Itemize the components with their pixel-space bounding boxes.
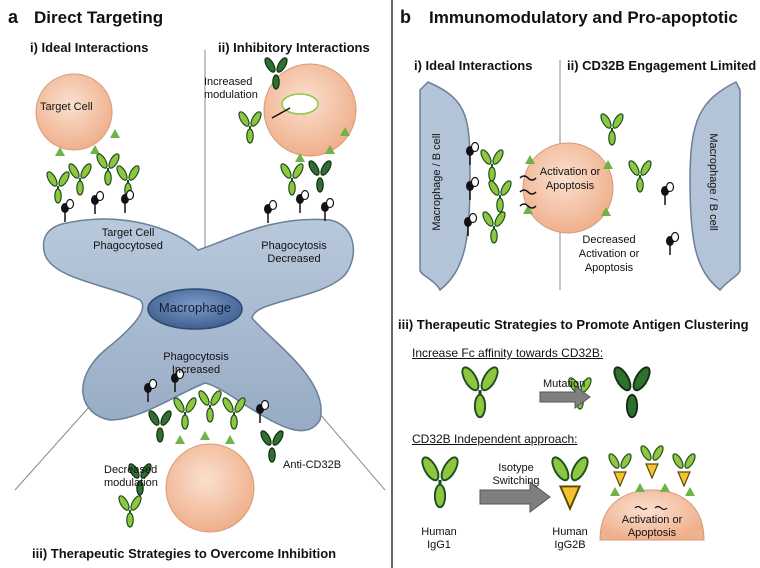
- mutation-arrow: [539, 385, 591, 409]
- antibody-icon: [146, 408, 174, 443]
- antibody-icon: [195, 388, 225, 423]
- signal-icon: [519, 203, 537, 209]
- antibody-icon: [43, 169, 73, 204]
- anti-cd32b-antibody-icon: [258, 428, 286, 463]
- panel-b-subtitle-ii: ii) CD32B Engagement Limited: [567, 58, 757, 73]
- target-phagocytosed-label-2: Phagocytosed: [93, 240, 163, 252]
- increase-fc-heading: Increase Fc affinity towards CD32B:: [412, 346, 604, 360]
- phagocytosis-decreased-label-2: Decreased: [267, 253, 321, 265]
- target-cell-label: Target Cell: [40, 101, 93, 113]
- clustering-cell: [599, 489, 705, 541]
- antibody-icon: [485, 178, 515, 213]
- activation-apoptosis-label-1: Activation or: [621, 514, 683, 526]
- activation-label-2: Apoptosis: [545, 180, 595, 192]
- decreased-activation-label-1: Decreased: [582, 234, 636, 246]
- phagocytosis-decreased-label-1: Phagocytosis: [261, 240, 327, 252]
- isotype-label-1: Isotype: [498, 462, 534, 474]
- panel-b-subtitle-i: i) Ideal Interactions: [414, 58, 533, 73]
- decreased-activation-label-3: Apoptosis: [584, 262, 634, 274]
- cd32b-independent-heading: CD32B Independent approach:: [412, 432, 578, 446]
- activation-label-1: Activation or: [539, 166, 601, 178]
- macrophage-label: Macrophage: [158, 300, 232, 315]
- macrophage-nucleus: [147, 288, 243, 330]
- antibody-icon: [170, 395, 200, 430]
- antibody-icon: [625, 158, 655, 193]
- decreased-modulation-label-1: Decreased: [104, 464, 158, 476]
- antibody-icon: [457, 363, 503, 419]
- antibody-icon: [219, 395, 249, 430]
- isotype-switching-arrow: [479, 481, 551, 513]
- phagocytosis-increased-label-2: Increased: [171, 364, 221, 376]
- panel-a-subtitle-i: i) Ideal Interactions: [30, 40, 149, 55]
- b-cell-left-label: Macrophage / B cell: [431, 133, 443, 231]
- target-cell: [35, 73, 113, 151]
- activation-apoptosis-label-2: Apoptosis: [627, 527, 677, 539]
- isotype-label-2: Switching: [492, 475, 540, 487]
- antibody-icon: [235, 109, 265, 144]
- panel-b-letter: b: [400, 7, 411, 27]
- decreased-modulation-label-2: modulation: [104, 477, 158, 489]
- anti-cd32b-label: Anti-CD32B: [283, 459, 342, 471]
- antibody-icon: [306, 158, 334, 193]
- human-igg2b-label-1: Human: [552, 526, 588, 538]
- panel-a-letter: a: [8, 7, 19, 27]
- mutation-label: Mutation: [543, 378, 586, 390]
- increased-modulation-label-2: modulation: [204, 89, 258, 101]
- decreased-activation-label-2: Activation or: [578, 248, 640, 260]
- internalized-vesicle: [281, 93, 319, 115]
- panel-b-subtitle-iii: iii) Therapeutic Strategies to Promote A…: [398, 317, 749, 332]
- modulation-arrow: [271, 107, 291, 119]
- human-igg2b-icon: [548, 453, 592, 510]
- b-cell-left: [419, 81, 471, 292]
- panel-b-title: Immunomodulatory and Pro-apoptotic: [429, 8, 738, 27]
- target-phagocytosed-label-1: Target Cell: [101, 227, 155, 239]
- antibody-icon: [65, 161, 95, 196]
- signal-icon: [519, 189, 537, 195]
- antibody-icon: [115, 493, 145, 528]
- antibody-icon: [638, 443, 666, 479]
- phagocytosis-increased-label-1: Phagocytosis: [163, 351, 229, 363]
- b-cell-right: [689, 80, 741, 292]
- panel-a-subtitle-ii: ii) Inhibitory Interactions: [218, 40, 370, 55]
- antibody-mutated-icon: [610, 363, 654, 419]
- antibody-icon: [606, 451, 634, 487]
- antibody-icon: [597, 111, 627, 146]
- target-cell-bottom: [165, 443, 255, 533]
- antibody-icon: [477, 147, 507, 182]
- panel-a-title: Direct Targeting: [34, 8, 164, 27]
- antibody-icon: [277, 161, 307, 196]
- human-igg2b-label-2: IgG2B: [554, 539, 586, 551]
- panel-a-subtitle-iii: iii) Therapeutic Strategies to Overcome …: [32, 546, 337, 561]
- human-igg1-label-2: IgG1: [427, 539, 451, 551]
- human-igg1-label-1: Human: [421, 526, 457, 538]
- signal-icon: [519, 175, 537, 181]
- antibody-icon: [670, 451, 698, 487]
- target-cell-center: [522, 142, 614, 234]
- increased-modulation-label-1: Increased: [204, 76, 253, 88]
- b-cell-right-label: Macrophage / B cell: [707, 133, 719, 231]
- human-igg1-icon: [417, 453, 463, 509]
- antibody-icon: [479, 209, 509, 244]
